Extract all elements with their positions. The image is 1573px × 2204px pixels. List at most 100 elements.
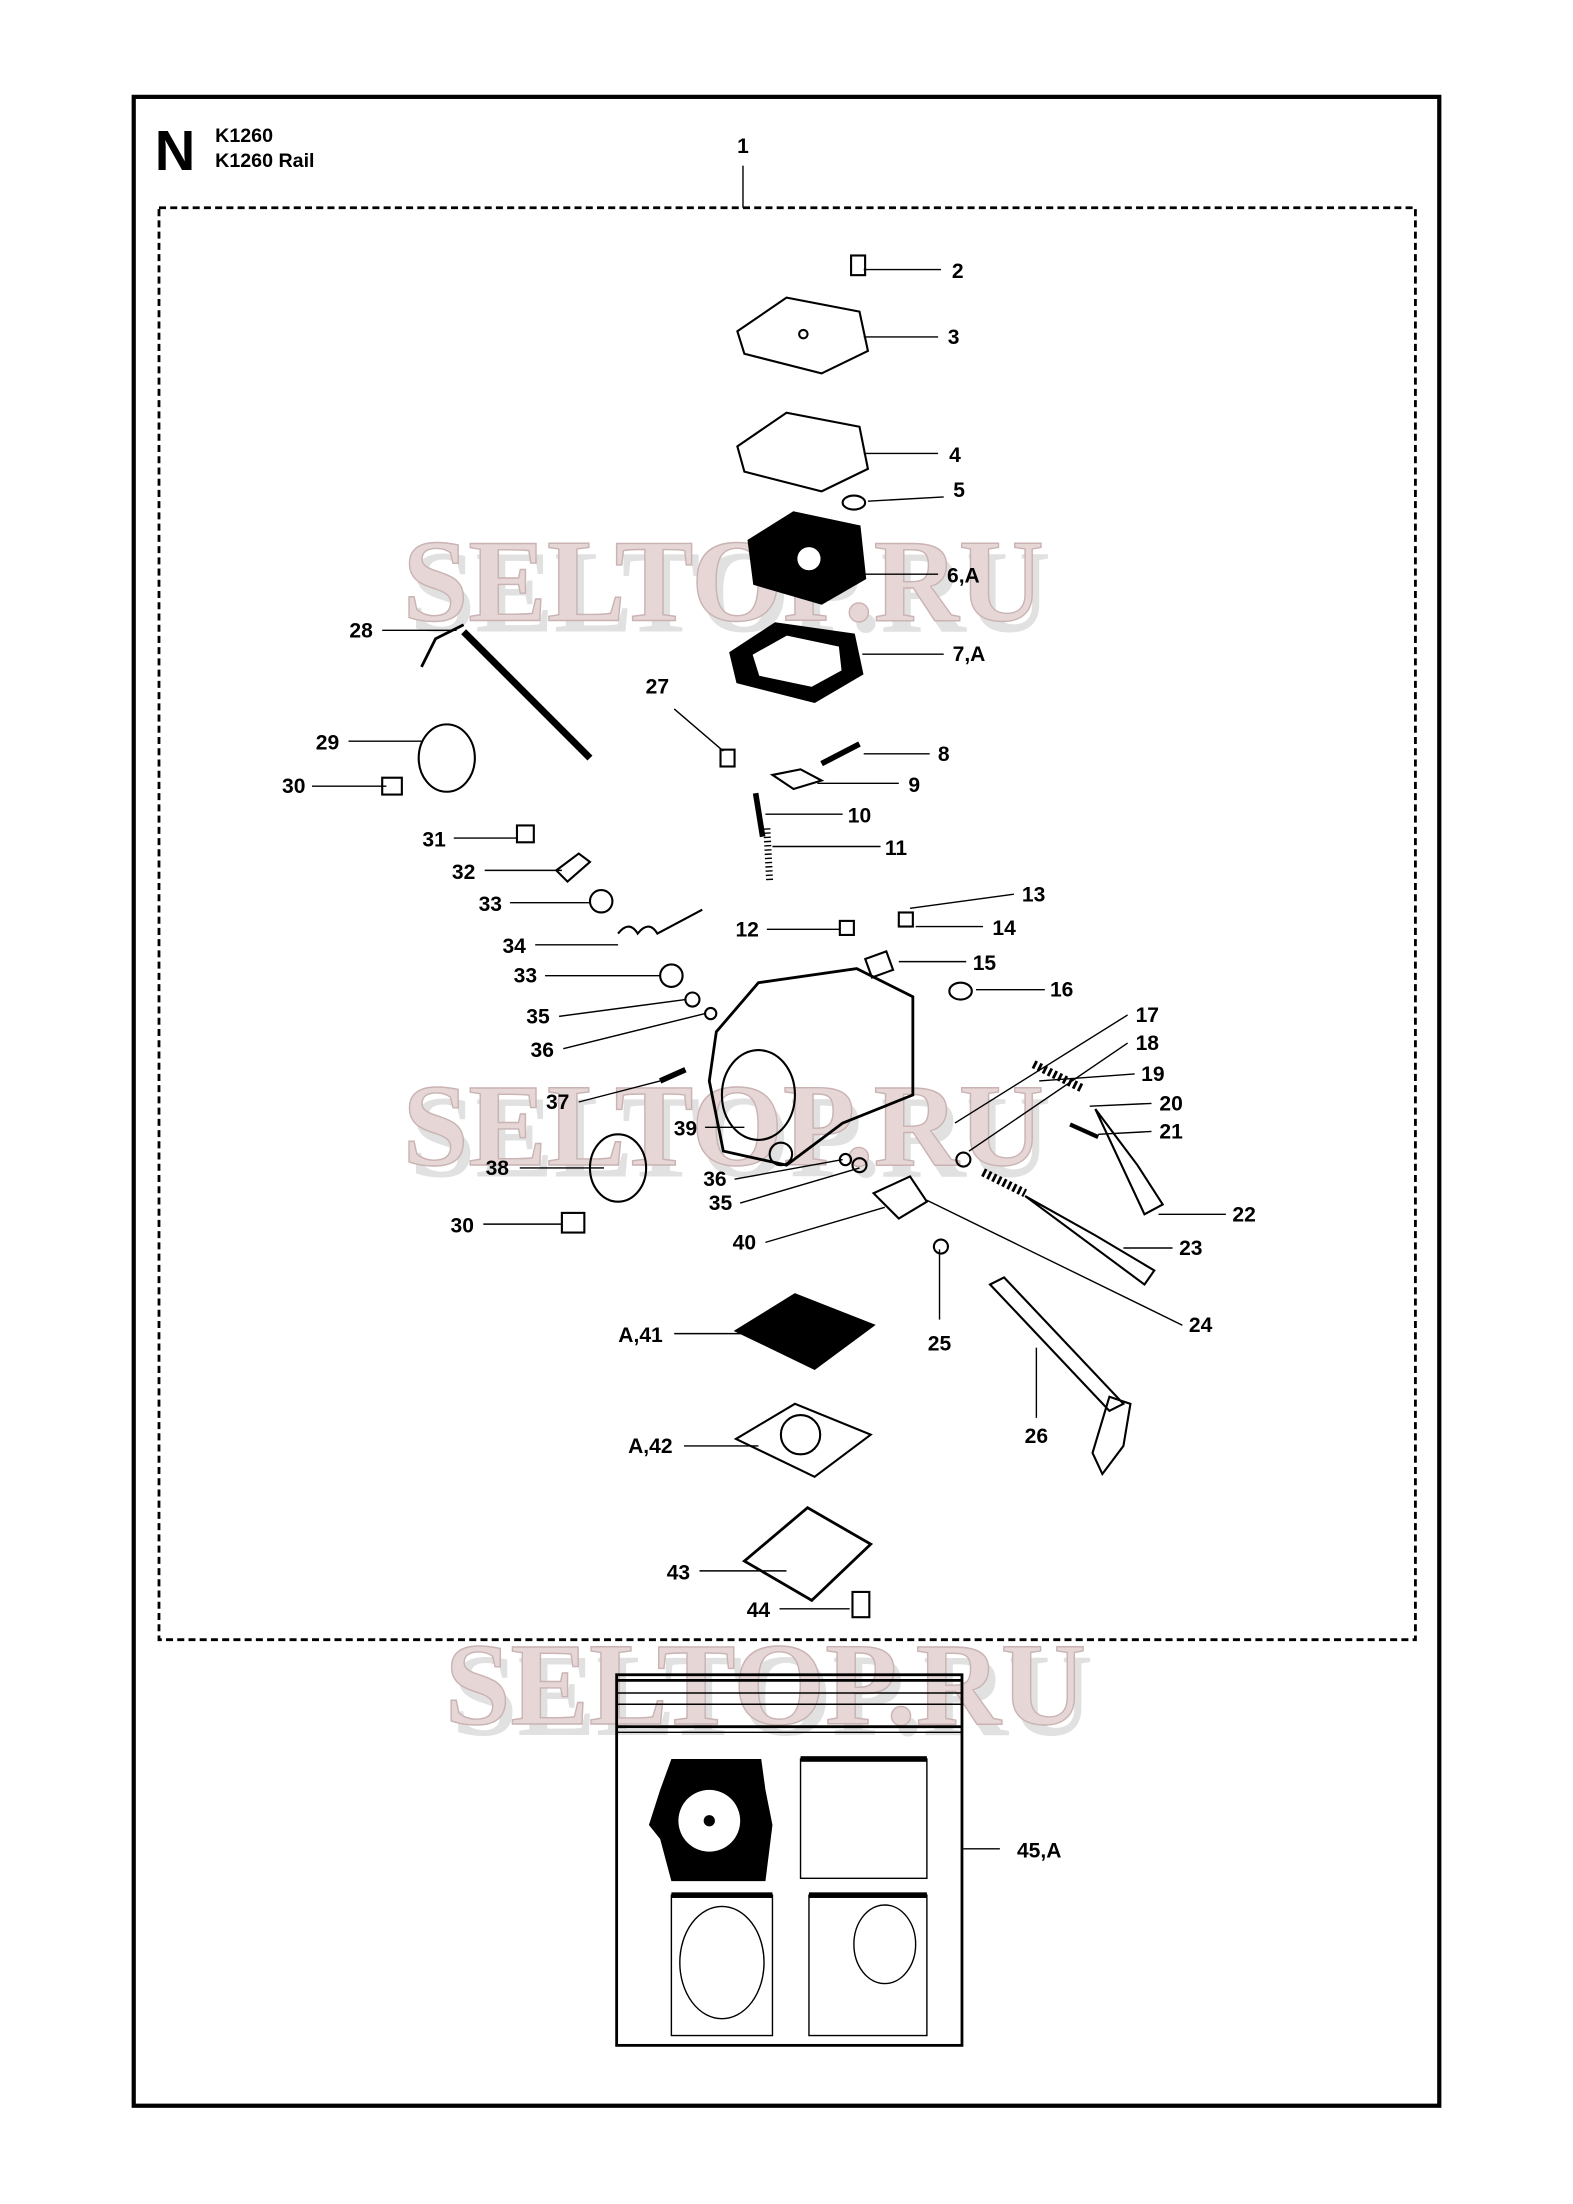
part-screw-30b xyxy=(560,1211,586,1234)
leader-line xyxy=(578,1080,661,1103)
callout-label: 22 xyxy=(1232,1203,1255,1226)
part-screw-37 xyxy=(659,1067,687,1084)
part-spring-23 xyxy=(981,1168,1028,1198)
callout-label: 37 xyxy=(546,1091,569,1114)
part-cover-3 xyxy=(736,296,870,375)
kit-box xyxy=(615,1673,964,2047)
part-shaft-26 xyxy=(988,1276,1126,1413)
callout-label: 24 xyxy=(1189,1314,1213,1337)
callout-label: 25 xyxy=(928,1332,952,1355)
watermark: SELTOP.RU xyxy=(445,1619,1086,1750)
callout-label: 29 xyxy=(316,732,339,755)
leader-line xyxy=(558,998,686,1018)
part-carburetor-body xyxy=(707,967,915,1167)
callout-label: 14 xyxy=(992,917,1016,940)
callout-label: 10 xyxy=(848,805,871,828)
part-plug-16 xyxy=(948,981,973,1001)
model-name-1: K1260 xyxy=(215,125,273,147)
callout-label: 40 xyxy=(733,1231,756,1254)
callout-label: 3 xyxy=(948,326,960,349)
callout-label: 36 xyxy=(531,1039,554,1062)
callout-label: A,41 xyxy=(618,1324,663,1347)
leader-line xyxy=(954,1014,1129,1124)
callout-label: 17 xyxy=(1136,1004,1159,1027)
part-screw-12 xyxy=(838,919,855,936)
callout-label: 20 xyxy=(1159,1092,1182,1115)
leader-line xyxy=(1089,1102,1152,1107)
callout-label: 44 xyxy=(747,1599,771,1622)
callout-label: 33 xyxy=(514,965,537,988)
leader-line xyxy=(926,1199,1183,1326)
leader-line xyxy=(673,708,724,752)
callout-label: 31 xyxy=(422,829,446,852)
part-needle-22 xyxy=(1094,1108,1165,1216)
model-name-2: K1260 Rail xyxy=(215,150,314,172)
part-screw-31 xyxy=(515,824,535,844)
watermark-shadow: SELTOP.RU xyxy=(410,1071,1051,1202)
callout-label: 9 xyxy=(908,774,920,797)
part-oring-5 xyxy=(841,494,867,511)
callout-label: 36 xyxy=(703,1168,726,1191)
leader-line xyxy=(765,1206,885,1244)
part-bushing-33 xyxy=(588,888,614,914)
part-filter-44 xyxy=(851,1590,871,1619)
callout-label: 26 xyxy=(1025,1425,1048,1448)
part-drawings xyxy=(381,254,1165,1619)
leader-line xyxy=(734,1158,843,1180)
callout-label: 30 xyxy=(282,775,305,798)
callout-label: 35 xyxy=(526,1005,550,1028)
callout-label: 6,A xyxy=(947,565,980,588)
callout-label: 38 xyxy=(486,1157,510,1180)
callout-label: 2 xyxy=(952,260,964,283)
callout-label: 19 xyxy=(1141,1063,1164,1086)
callout-label: 15 xyxy=(973,952,997,975)
leader-line xyxy=(563,1012,706,1050)
watermark-shadow: SELTOP.RU xyxy=(410,527,1051,658)
part-plate-29 xyxy=(417,723,476,793)
part-pin-8 xyxy=(820,741,861,767)
callout-label: 13 xyxy=(1022,883,1045,906)
callout-label: 4 xyxy=(949,444,961,467)
callout-label: 8 xyxy=(938,743,950,766)
callout-label: 23 xyxy=(1179,1237,1202,1260)
part-plate-32 xyxy=(554,852,592,884)
part-plug-15 xyxy=(863,950,895,979)
callout-label: 30 xyxy=(451,1215,474,1238)
callout-layer: 123456,A7,A89101112131415161718192021222… xyxy=(282,135,1256,1862)
callout-label: 45,A xyxy=(1017,1839,1061,1862)
part-gasket-4 xyxy=(736,411,870,493)
callout-label: 18 xyxy=(1136,1032,1160,1055)
repair-kit xyxy=(615,1673,964,2047)
leader-line xyxy=(739,1167,860,1204)
leader-line xyxy=(867,496,944,502)
callout-label: 16 xyxy=(1050,979,1073,1002)
part-screw-27 xyxy=(719,748,736,768)
callout-label: 32 xyxy=(452,861,475,884)
callout-label: 12 xyxy=(735,918,758,941)
leader-line xyxy=(968,1042,1129,1152)
kit-gasket-3 xyxy=(808,1894,928,2037)
kit-gasket-1 xyxy=(799,1758,928,1880)
callout-label: 1 xyxy=(737,135,749,158)
callout-label: 43 xyxy=(667,1561,690,1584)
callout-label: A,42 xyxy=(628,1435,672,1458)
watermark: SELTOP.RU xyxy=(403,515,1044,646)
watermark-shadow: SELTOP.RU xyxy=(452,1630,1093,1761)
callout-label: 33 xyxy=(479,893,502,916)
part-gasket-41 xyxy=(733,1293,876,1370)
outer-frame xyxy=(131,94,1442,2108)
part-gasket-42 xyxy=(733,1402,873,1479)
part-spring-11 xyxy=(763,828,774,882)
callout-label: 7,A xyxy=(953,643,986,666)
part-lever-9 xyxy=(769,768,825,791)
callout-label: 27 xyxy=(646,675,669,698)
kit-gasket-2 xyxy=(670,1894,774,2037)
callout-label: 5 xyxy=(953,479,965,502)
part-shaft-28 xyxy=(461,629,593,761)
leader-line xyxy=(1098,1130,1152,1135)
callout-label: 28 xyxy=(349,619,373,642)
part-lever-40 xyxy=(871,1175,929,1220)
callout-label: 39 xyxy=(674,1118,697,1141)
leader-line xyxy=(909,893,1015,909)
